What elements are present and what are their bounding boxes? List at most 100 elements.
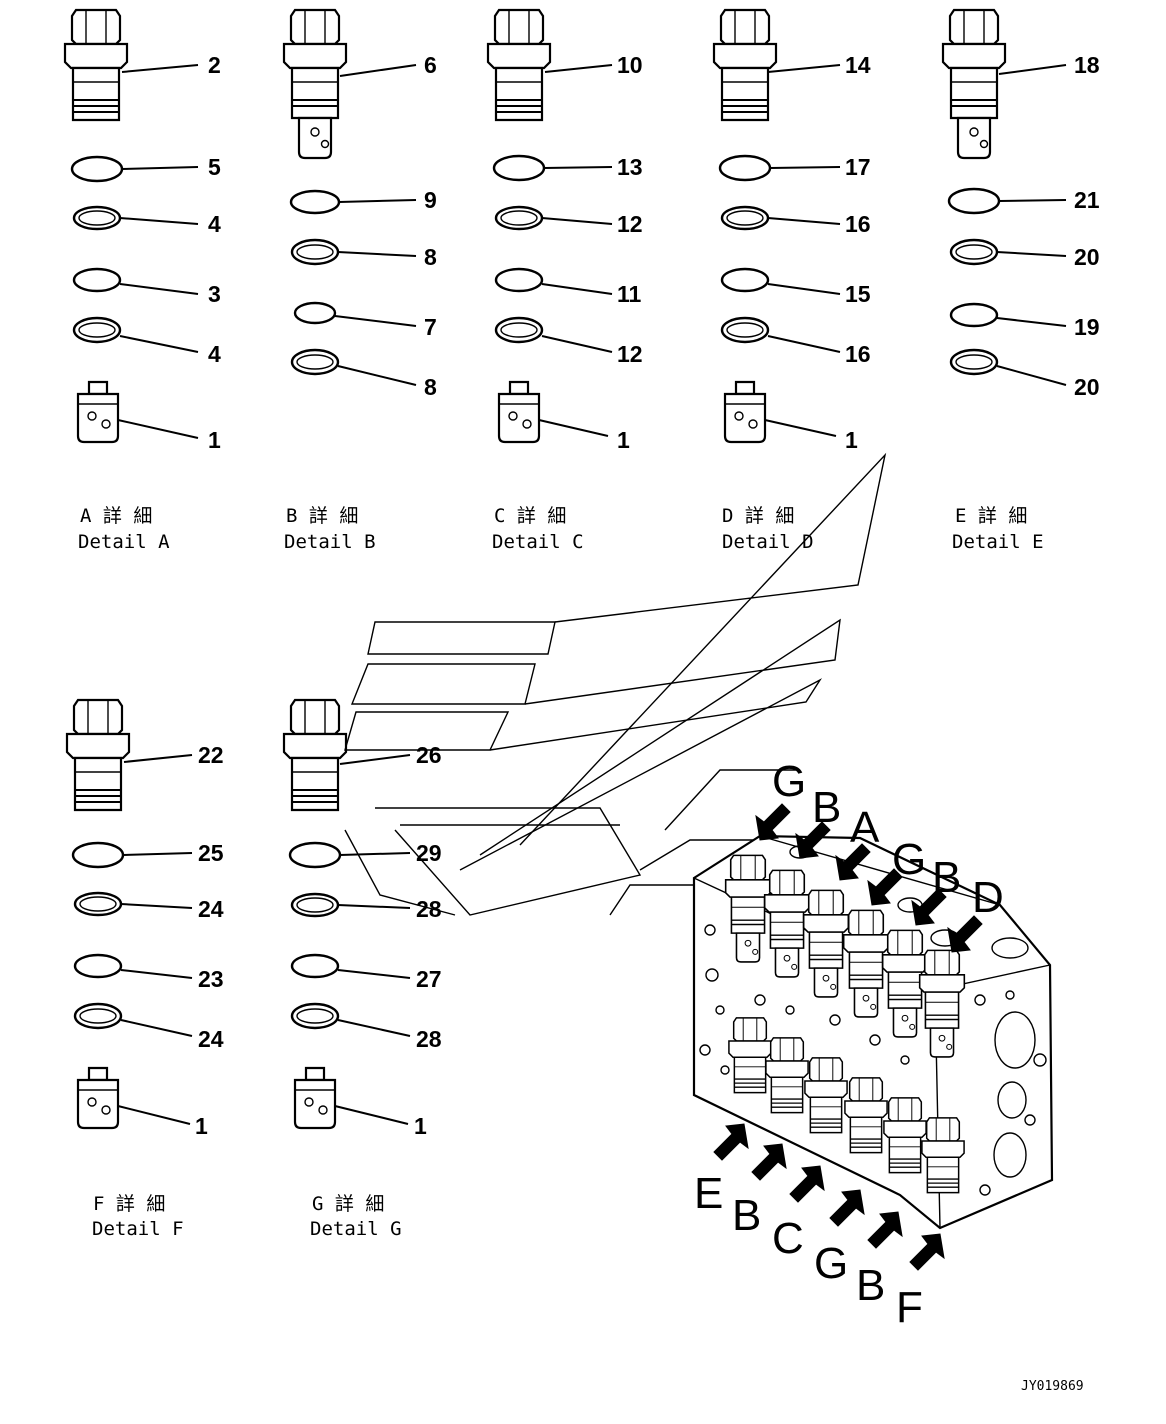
detail-d: 14 17 16 15 16 1 D 詳 細 Detail D: [712, 8, 871, 553]
callout-20b: 20: [1074, 374, 1100, 400]
callout-16a: 16: [845, 211, 871, 237]
assembly-valve-10: [844, 1077, 888, 1154]
o-ring-19: [949, 302, 999, 328]
callout-2: 2: [208, 52, 221, 78]
backup-ring-8b: [290, 348, 340, 376]
detail-e: 18 21 20 19 20 E 詳 細 Detail E: [941, 8, 1100, 553]
caption-en-g: Detail G: [310, 1218, 402, 1240]
o-ring-9: [289, 189, 341, 215]
callout-5: 5: [208, 154, 221, 180]
arrow-label-top-2: B: [812, 783, 841, 832]
callout-13: 13: [617, 154, 643, 180]
arrow-label-bottom-2: B: [732, 1191, 761, 1240]
valve-cartridge-10: [486, 8, 552, 122]
backup-ring-4b: [72, 316, 122, 344]
assembly-valve-9: [804, 1057, 848, 1134]
callout-25: 25: [198, 840, 224, 866]
detail-a: 2 5 4 3 4 1 A 詳 細 Detail A: [63, 8, 221, 553]
callout-1c: 1: [617, 427, 630, 453]
callout-21: 21: [1074, 187, 1100, 213]
caption-jp-g: G 詳 細: [312, 1193, 384, 1215]
backup-ring-8: [290, 238, 340, 266]
arrow-label-top-5: B: [932, 853, 961, 902]
arrow-bottom-5: [867, 1211, 903, 1249]
valve-cartridge-18: [941, 8, 1007, 160]
o-ring-7: [293, 301, 337, 325]
o-ring-3: [72, 267, 122, 293]
callout-14: 14: [845, 52, 871, 78]
caption-en-a: Detail A: [78, 531, 170, 553]
plug-1g: [293, 1066, 337, 1130]
arrow-label-top-4: G: [892, 835, 926, 884]
o-ring-27: [290, 953, 340, 979]
callout-18: 18: [1074, 52, 1100, 78]
leader-chevron-lines: [344, 452, 887, 916]
callout-11: 11: [617, 281, 642, 307]
assembly-valve-12: [921, 1117, 965, 1194]
assembly-valve-8: [765, 1037, 809, 1114]
arrow-label-top-1: G: [772, 757, 806, 806]
assembly-valve-7: [728, 1017, 772, 1094]
caption-en-e: Detail E: [952, 531, 1044, 553]
valve-cartridge-14: [712, 8, 778, 122]
callout-28b: 28: [416, 1026, 442, 1052]
callout-7: 7: [424, 314, 437, 340]
callout-8a: 8: [424, 244, 437, 270]
o-ring-11: [494, 267, 544, 293]
arrow-bottom-6: [909, 1233, 945, 1271]
arrow-bottom-4: [829, 1189, 865, 1227]
callout-8b: 8: [424, 374, 437, 400]
callout-22: 22: [198, 742, 224, 768]
caption-en-b: Detail B: [284, 531, 376, 553]
callout-3: 3: [208, 281, 221, 307]
callout-24a: 24: [198, 896, 224, 922]
valve-cartridge-2: [63, 8, 129, 122]
arrow-label-bottom-4: G: [814, 1239, 848, 1288]
backup-ring-24b: [73, 1002, 123, 1030]
plug-1d: [723, 380, 767, 444]
callout-15: 15: [845, 281, 871, 307]
backup-ring-16b: [720, 316, 770, 344]
o-ring-25: [71, 841, 125, 869]
callout-10: 10: [617, 52, 643, 78]
caption-jp-b: B 詳 細: [286, 505, 358, 527]
drawing-code: JY019869: [1021, 1379, 1084, 1394]
caption-jp-f: F 詳 細: [93, 1193, 165, 1215]
arrow-bottom-2: [751, 1143, 787, 1181]
callout-16b: 16: [845, 341, 871, 367]
arrow-top-1: [755, 803, 791, 841]
plug-1f: [76, 1066, 120, 1130]
callout-29: 29: [416, 840, 442, 866]
plug-1: [76, 380, 120, 444]
caption-jp-e: E 詳 細: [955, 505, 1027, 527]
arrow-label-bottom-1: E: [694, 1169, 723, 1218]
caption-en-d: Detail D: [722, 531, 814, 553]
detail-c: 10 13 12 11 12 1 C 詳 細 Detail C: [486, 8, 643, 553]
o-ring-15: [720, 267, 770, 293]
callout-1f: 1: [195, 1113, 208, 1139]
callout-1d: 1: [845, 427, 858, 453]
arrow-label-top-3: A: [850, 803, 880, 852]
backup-ring-28b: [290, 1002, 340, 1030]
callout-1g: 1: [414, 1113, 427, 1139]
caption-en-f: Detail F: [92, 1218, 184, 1240]
arrow-label-bottom-5: B: [856, 1261, 885, 1310]
callout-6: 6: [424, 52, 437, 78]
valve-cartridge-22: [65, 698, 131, 812]
callout-12a: 12: [617, 211, 643, 237]
arrow-bottom-3: [789, 1165, 825, 1203]
detail-b: 6 9 8 7 8 B 詳 細 Detail B: [282, 8, 437, 553]
plug-1c: [497, 380, 541, 444]
caption-en-c: Detail C: [492, 531, 584, 553]
callout-28a: 28: [416, 896, 442, 922]
arrow-label-bottom-3: C: [772, 1214, 804, 1263]
callout-1a: 1: [208, 427, 221, 453]
o-ring-29: [288, 841, 342, 869]
caption-jp-d: D 詳 細: [722, 505, 794, 527]
backup-ring-20b: [949, 348, 999, 376]
callout-17: 17: [845, 154, 871, 180]
detail-g: 26 29 28 27 28 1 G 詳 細 Detail G: [282, 698, 442, 1240]
o-ring-13: [492, 154, 546, 182]
backup-ring-12b: [494, 316, 544, 344]
assembly-valve-11: [883, 1097, 927, 1174]
